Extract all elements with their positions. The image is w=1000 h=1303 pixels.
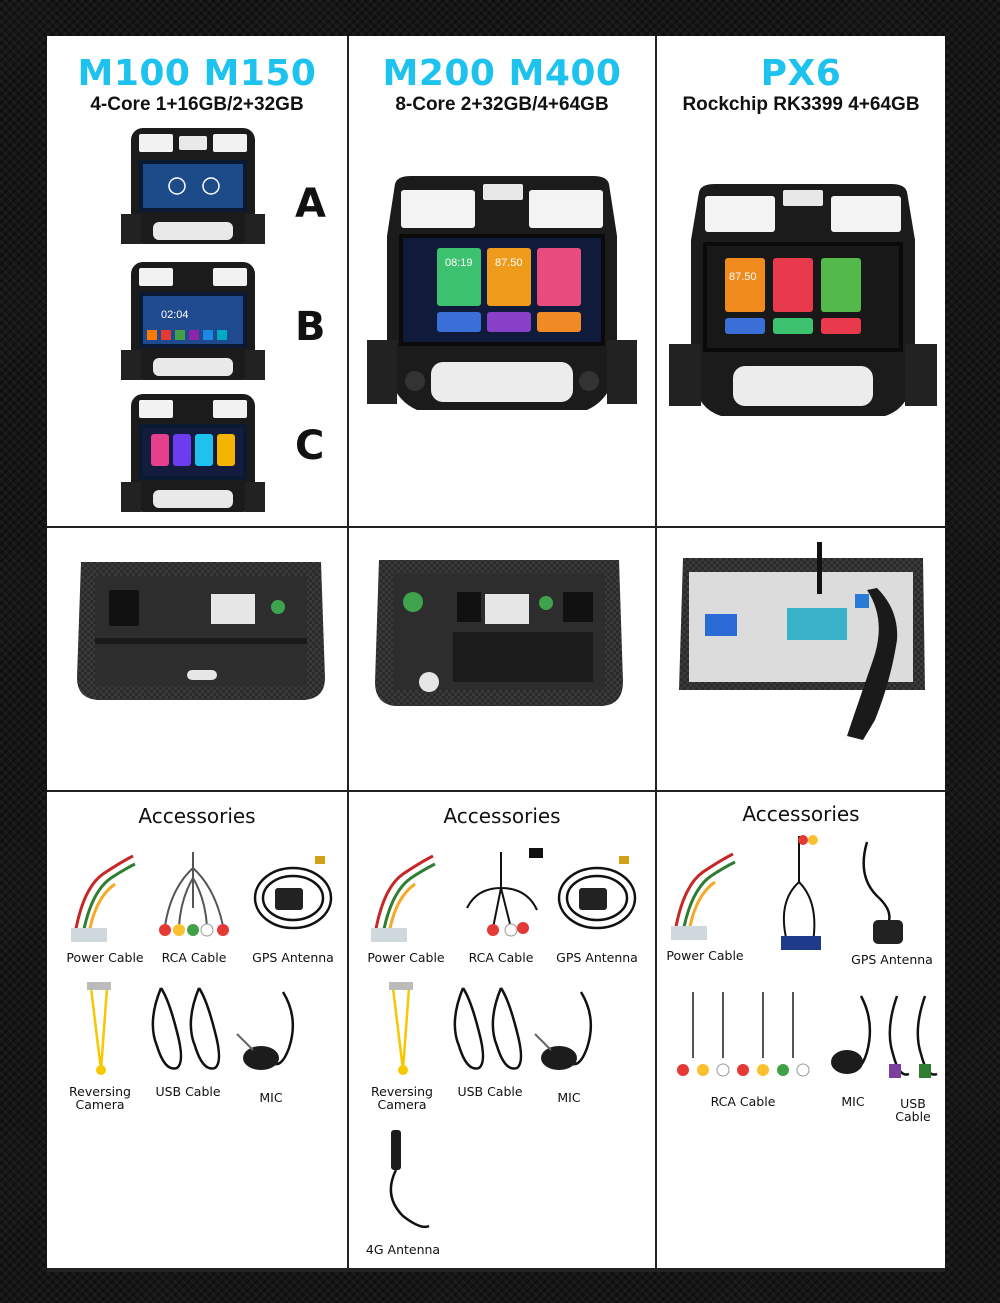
model-cell-m200: M200 M400 8-Core 2+32GB/4+64GB 08:19 87.… <box>349 36 655 526</box>
accessory-usb-cable: USB Cable <box>143 982 233 1098</box>
accessory-rca-cable: RCA Cable <box>663 988 823 1108</box>
accessory-label: Power Cable <box>666 948 744 963</box>
variant-label-a: A <box>295 181 326 227</box>
accessory-usb-cable: USB Cable <box>881 990 945 1123</box>
accessory-usb-cable: USB Cable <box>445 982 535 1098</box>
accessory-label: Power Cable <box>367 950 445 965</box>
accessory-rca-cable: RCA Cable <box>457 848 545 964</box>
accessory-label: USB Cable <box>155 1084 221 1099</box>
accessory-label: MIC <box>259 1090 283 1105</box>
accessory-reversing-camera: Reversing Camera <box>61 982 139 1111</box>
back-panel-cell-px6 <box>657 528 945 790</box>
accessories-cell-px6: Accessories Power Cable GPS Antenna RCA … <box>657 792 945 1268</box>
accessory-reversing-camera: Reversing Camera <box>363 982 441 1111</box>
accessory-label: GPS Antenna <box>556 950 638 965</box>
product-comparison-grid: M100 M150 4-Core 1+16GB/2+32GB A <box>47 36 945 1272</box>
head-unit-variant-c <box>121 394 266 518</box>
accessory-label: MIC <box>557 1090 581 1105</box>
screen-clock: 02:04 <box>161 309 189 321</box>
back-panel-cell-m100 <box>47 528 347 790</box>
back-panel-image <box>677 540 929 768</box>
accessory-power-cable: Power Cable <box>663 846 747 962</box>
accessory-label: RCA Cable <box>710 1094 776 1109</box>
model-title: M100 M150 <box>77 53 317 94</box>
accessory-label: RCA Cable <box>161 950 227 965</box>
model-title: M200 M400 <box>382 53 622 94</box>
accessories-cell-m200: Accessories Power Cable RCA Cable GPS An… <box>349 792 655 1268</box>
accessory-4g-antenna: 4G Antenna <box>363 1126 443 1256</box>
accessory-rca-cable: RCA Cable <box>151 848 237 964</box>
accessory-label: GPS Antenna <box>851 952 933 967</box>
head-unit-variant-a <box>121 128 266 250</box>
variant-label-b: B <box>295 304 326 350</box>
accessory-power-cable: Power Cable <box>63 848 147 964</box>
accessory-label: Reversing Camera <box>371 1084 433 1112</box>
accessory-gps-antenna: GPS Antenna <box>245 848 341 964</box>
variant-label-c: C <box>295 423 325 469</box>
accessory-gps-antenna: GPS Antenna <box>847 836 937 966</box>
back-panel-cell-m200 <box>349 528 655 790</box>
back-panel-image <box>75 558 327 708</box>
accessory-label: 4G Antenna <box>365 1242 441 1257</box>
accessory-wiring-harness <box>757 832 841 967</box>
accessory-label: MIC <box>841 1094 865 1109</box>
accessory-mic: MIC <box>821 992 885 1108</box>
head-unit-variant-b: 02:04 <box>121 262 266 384</box>
accessory-label: USB Cable <box>895 1096 931 1124</box>
accessories-title: Accessories <box>742 802 860 826</box>
accessory-label: USB Cable <box>457 1084 523 1099</box>
model-spec: Rockchip RK3399 4+64GB <box>682 94 920 115</box>
head-unit-m200: 08:19 87.50 <box>367 176 637 416</box>
accessory-label: RCA Cable <box>468 950 534 965</box>
accessory-label: GPS Antenna <box>252 950 334 965</box>
accessory-mic: MIC <box>529 988 609 1104</box>
accessories-cell-m100: Accessories Power Cable RCA Cable GPS An… <box>47 792 347 1268</box>
screen-clock: 08:19 <box>445 257 473 269</box>
accessory-power-cable: Power Cable <box>363 848 449 964</box>
model-title: PX6 <box>760 53 842 94</box>
accessory-gps-antenna: GPS Antenna <box>549 848 645 964</box>
model-cell-px6: PX6 Rockchip RK3399 4+64GB 87.50 <box>657 36 945 526</box>
model-spec: 4-Core 1+16GB/2+32GB <box>90 94 304 115</box>
back-panel-image <box>373 558 625 714</box>
accessories-title: Accessories <box>138 804 256 828</box>
accessory-label: Reversing Camera <box>69 1084 131 1112</box>
model-spec: 8-Core 2+32GB/4+64GB <box>395 94 609 115</box>
head-unit-px6: 87.50 <box>669 184 937 420</box>
accessories-title: Accessories <box>443 804 561 828</box>
accessory-mic: MIC <box>231 988 311 1104</box>
accessory-label: Power Cable <box>66 950 144 965</box>
screen-radio: 87.50 <box>729 271 757 283</box>
screen-radio: 87.50 <box>495 257 523 269</box>
model-cell-m100: M100 M150 4-Core 1+16GB/2+32GB A <box>47 36 347 526</box>
